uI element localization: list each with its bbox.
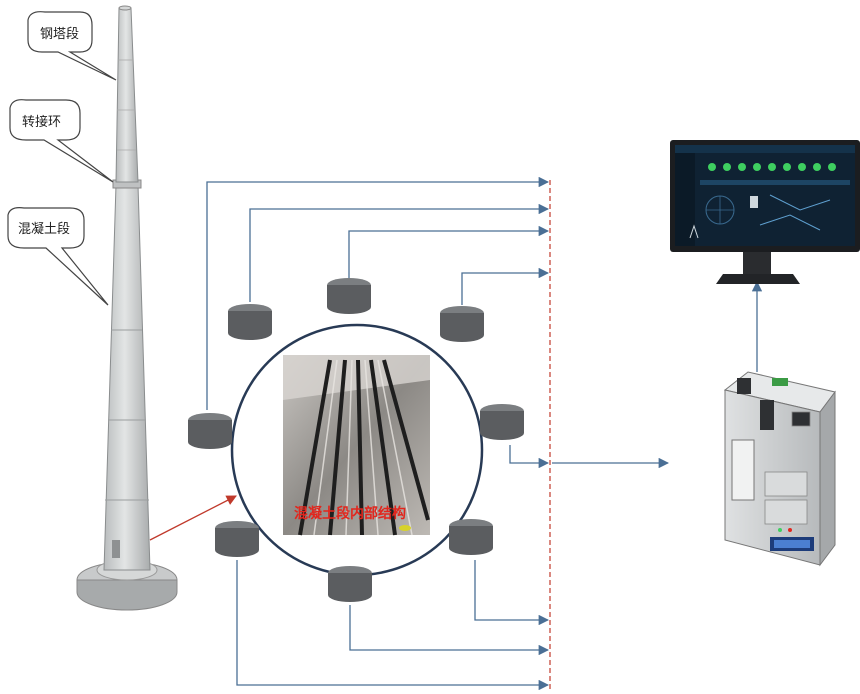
sensor-icon xyxy=(215,521,259,557)
gateway-device-icon xyxy=(723,371,836,567)
concrete-interior-photo: 混凝土段内部结构 xyxy=(283,355,430,536)
callout-transition-ring-label: 转接环 xyxy=(22,114,61,130)
connector-line xyxy=(461,267,550,305)
photo-caption: 混凝土段内部结构 xyxy=(294,505,406,522)
sensor-icon xyxy=(440,306,484,342)
sensor-icon xyxy=(449,519,493,555)
sensor-connectors xyxy=(206,176,763,691)
tower-illustration xyxy=(76,5,178,611)
callout-steel-section: 钢塔段 xyxy=(27,11,117,81)
connector-line xyxy=(349,605,550,656)
red-pointer-arrow xyxy=(149,495,237,541)
connector-line xyxy=(509,445,550,469)
connector-line xyxy=(206,176,550,410)
callout-transition-ring: 转接环 xyxy=(9,99,114,183)
sensor-icon xyxy=(327,278,371,314)
monitor-icon xyxy=(670,140,860,284)
connector-line xyxy=(249,203,550,302)
sensor-icon xyxy=(188,413,232,449)
connector-line xyxy=(348,225,550,282)
sensor-group xyxy=(188,278,524,602)
connector-line xyxy=(236,560,550,691)
callout-steel-section-label: 钢塔段 xyxy=(40,27,79,42)
sensor-icon xyxy=(228,304,272,340)
callout-concrete-section-label: 混凝土段 xyxy=(18,221,70,237)
sensor-icon xyxy=(328,566,372,602)
connector-line xyxy=(474,560,550,626)
sensor-icon xyxy=(480,404,524,440)
callout-concrete-section: 混凝土段 xyxy=(7,207,109,306)
